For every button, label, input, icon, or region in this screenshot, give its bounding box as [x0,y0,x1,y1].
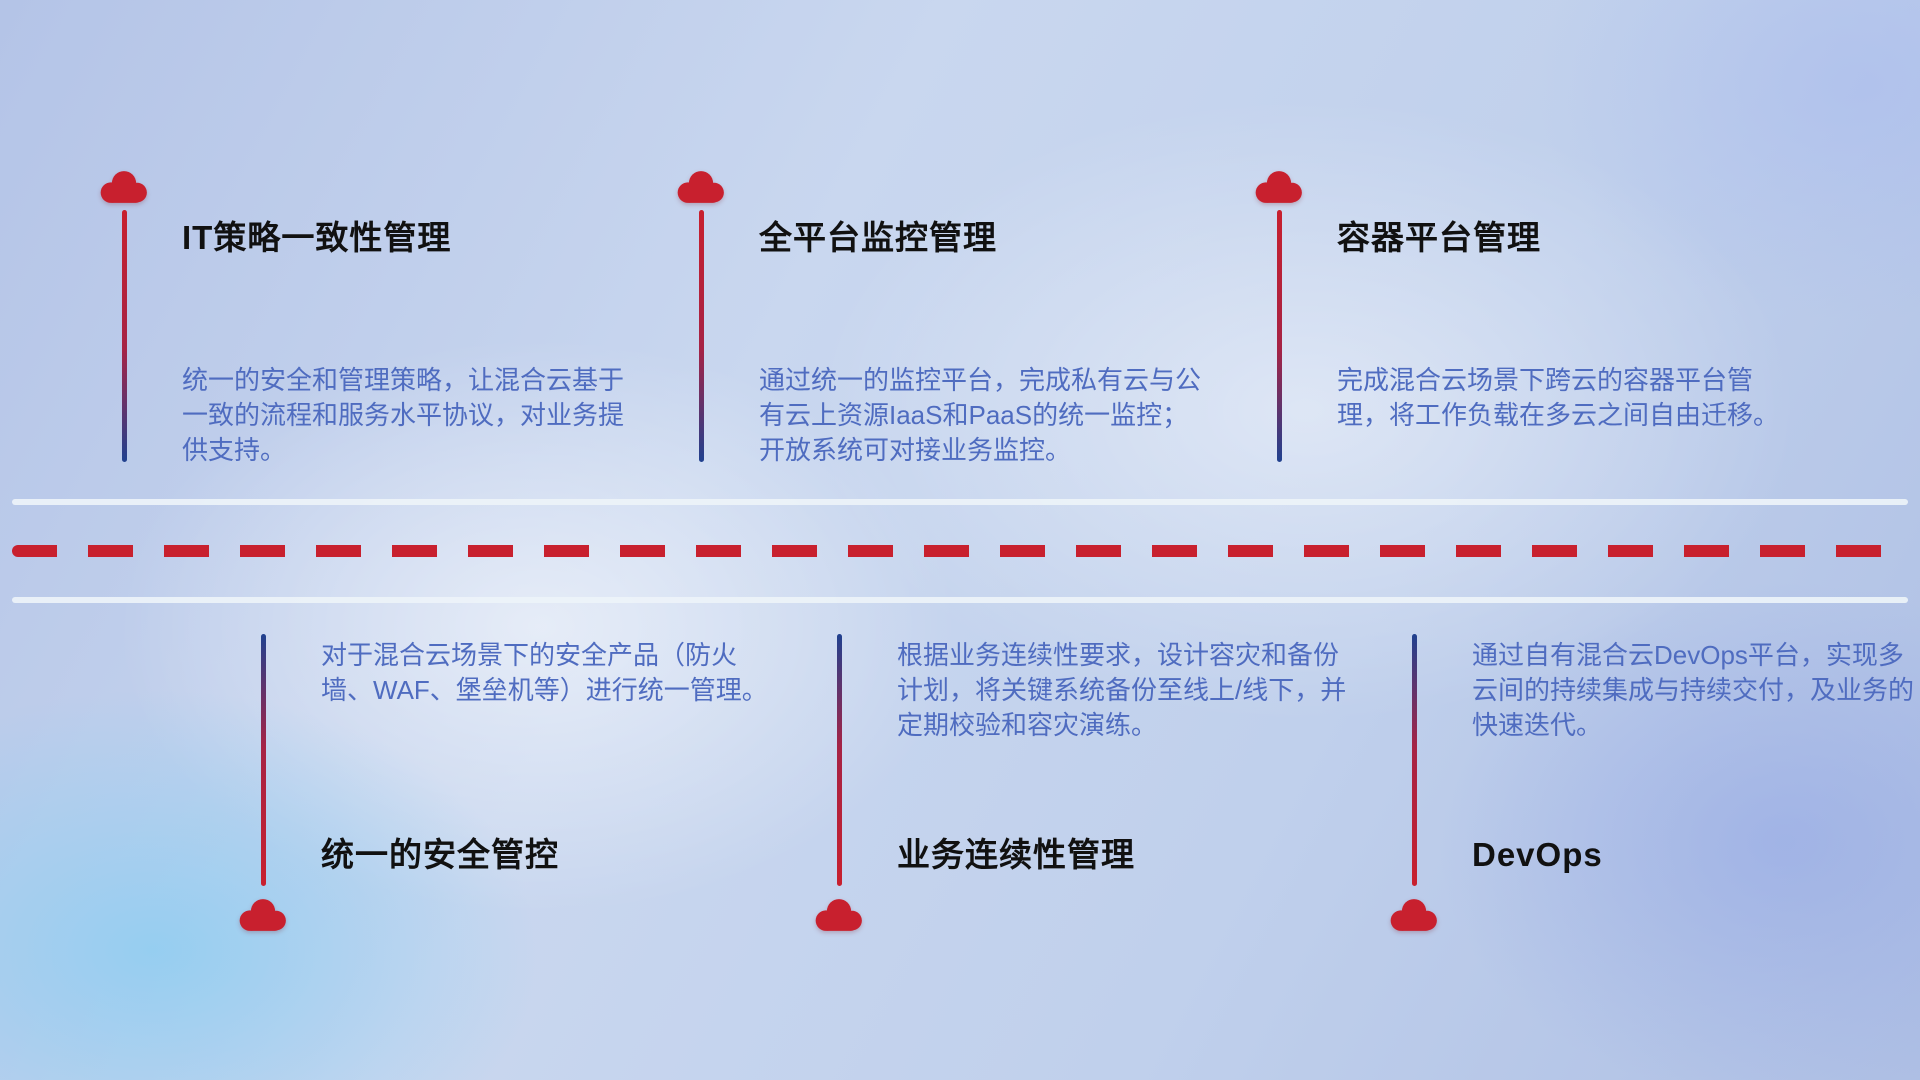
timeline-stem [698,210,704,462]
timeline-marker [231,630,295,936]
feature-title: 全平台监控管理 [759,219,997,256]
feature-title: IT策略一致性管理 [182,219,452,256]
feature-item-container-platform: 容器平台管理 完成混合云场景下跨云的容器平台管理，将工作负载在多云之间自由迁移。 [1247,166,1797,462]
timeline-marker [1247,166,1311,462]
feature-item-security: 对于混合云场景下的安全产品（防火墙、WAF、堡垒机等）进行统一管理。 统一的安全… [231,630,781,936]
timeline-marker [1382,630,1446,936]
timeline-solid-line-top [12,499,1908,505]
timeline-solid-line-bottom [12,597,1908,603]
timeline-marker [669,166,733,462]
timeline-stem [836,634,842,886]
cloud-icon [1390,899,1437,931]
feature-description: 根据业务连续性要求，设计容灾和备份计划，将关键系统备份至线上/线下，并定期校验和… [897,640,1347,740]
timeline-stem [1411,634,1417,886]
feature-content: IT策略一致性管理 统一的安全和管理策略，让混合云基于一致的流程和服务水平协议，… [182,166,642,468]
timeline-dashed-line [12,545,1908,557]
feature-content: 通过自有混合云DevOps平台，实现多云间的持续集成与持续交付，及业务的快速迭代… [1472,630,1920,890]
cloud-icon [239,899,286,931]
cloud-icon [1255,171,1302,203]
feature-item-it-policy: IT策略一致性管理 统一的安全和管理策略，让混合云基于一致的流程和服务水平协议，… [92,166,642,468]
feature-item-business-continuity: 根据业务连续性要求，设计容灾和备份计划，将关键系统备份至线上/线下，并定期校验和… [807,630,1357,936]
feature-description: 通过自有混合云DevOps平台，实现多云间的持续集成与持续交付，及业务的快速迭代… [1472,640,1915,740]
feature-item-monitoring: 全平台监控管理 通过统一的监控平台，完成私有云与公有云上资源IaaS和PaaS的… [669,166,1219,468]
feature-description: 对于混合云场景下的安全产品（防火墙、WAF、堡垒机等）进行统一管理。 [321,640,768,705]
feature-description: 统一的安全和管理策略，让混合云基于一致的流程和服务水平协议，对业务提供支持。 [182,365,625,465]
timeline-marker [92,166,156,462]
feature-title: DevOps [1472,836,1603,873]
timeline-marker [807,630,871,936]
feature-title: 业务连续性管理 [897,836,1135,873]
cloud-icon [677,171,724,203]
cloud-icon [815,899,862,931]
feature-content: 根据业务连续性要求，设计容灾和备份计划，将关键系统备份至线上/线下，并定期校验和… [897,630,1357,890]
feature-title: 容器平台管理 [1337,219,1541,256]
cloud-icon [100,171,147,203]
feature-description: 通过统一的监控平台，完成私有云与公有云上资源IaaS和PaaS的统一监控；开放系… [759,365,1202,465]
feature-content: 全平台监控管理 通过统一的监控平台，完成私有云与公有云上资源IaaS和PaaS的… [759,166,1219,468]
feature-item-devops: 通过自有混合云DevOps平台，实现多云间的持续集成与持续交付，及业务的快速迭代… [1382,630,1920,936]
feature-title: 统一的安全管控 [321,836,559,873]
feature-content: 容器平台管理 完成混合云场景下跨云的容器平台管理，将工作负载在多云之间自由迁移。 [1337,166,1797,433]
timeline-stem [121,210,127,462]
feature-content: 对于混合云场景下的安全产品（防火墙、WAF、堡垒机等）进行统一管理。 统一的安全… [321,630,781,890]
timeline-stem [260,634,266,886]
timeline-stem [1276,210,1282,462]
feature-description: 完成混合云场景下跨云的容器平台管理，将工作负载在多云之间自由迁移。 [1337,365,1780,430]
